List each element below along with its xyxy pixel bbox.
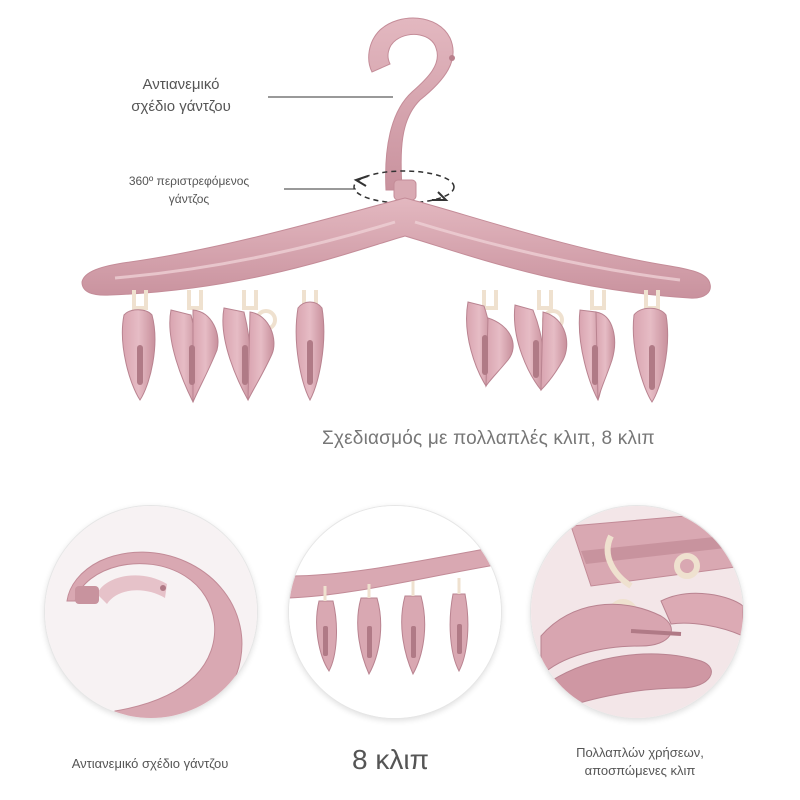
windproof-callout-line1: Αντιανεμικό	[142, 76, 220, 93]
right-caption-line2: αποσπώμενες κλιπ	[584, 763, 696, 778]
center-caption: 8 κλιπ	[352, 744, 429, 775]
rotating-callout: 360º περιστρεφόμενος γάντζος	[94, 172, 284, 208]
clip-group	[121, 290, 669, 404]
right-caption-line1: Πολλαπλών χρήσεων,	[576, 745, 704, 760]
detachable-closeup-image	[531, 506, 743, 718]
windproof-callout-line2: σχέδιο γάντζου	[131, 98, 231, 115]
left-caption: Αντιανεμικό σχέδιο γάντζου	[71, 756, 229, 771]
hanger-bar	[81, 197, 711, 299]
hook-detail-circle	[44, 505, 258, 719]
hanger-main-illustration	[81, 17, 711, 404]
rotating-callout-line1: 360º περιστρεφόμενος	[128, 174, 250, 188]
right-caption: Πολλαπλών χρήσεων, αποσπώμενες κλιπ	[540, 744, 740, 780]
detachable-detail-circle	[530, 505, 744, 719]
clips-detail-circle	[288, 505, 502, 719]
clips-headline: Σχεδιασμός με πολλαπλές κλιπ, 8 κλιπ	[322, 428, 655, 449]
rotating-callout-line2: γάντζος	[168, 192, 210, 206]
hook-closeup-image	[45, 506, 257, 718]
clips-closeup-image	[289, 506, 501, 718]
hook-shape	[368, 17, 454, 191]
windproof-callout: Αντιανεμικό σχέδιο γάντζου	[96, 74, 266, 118]
